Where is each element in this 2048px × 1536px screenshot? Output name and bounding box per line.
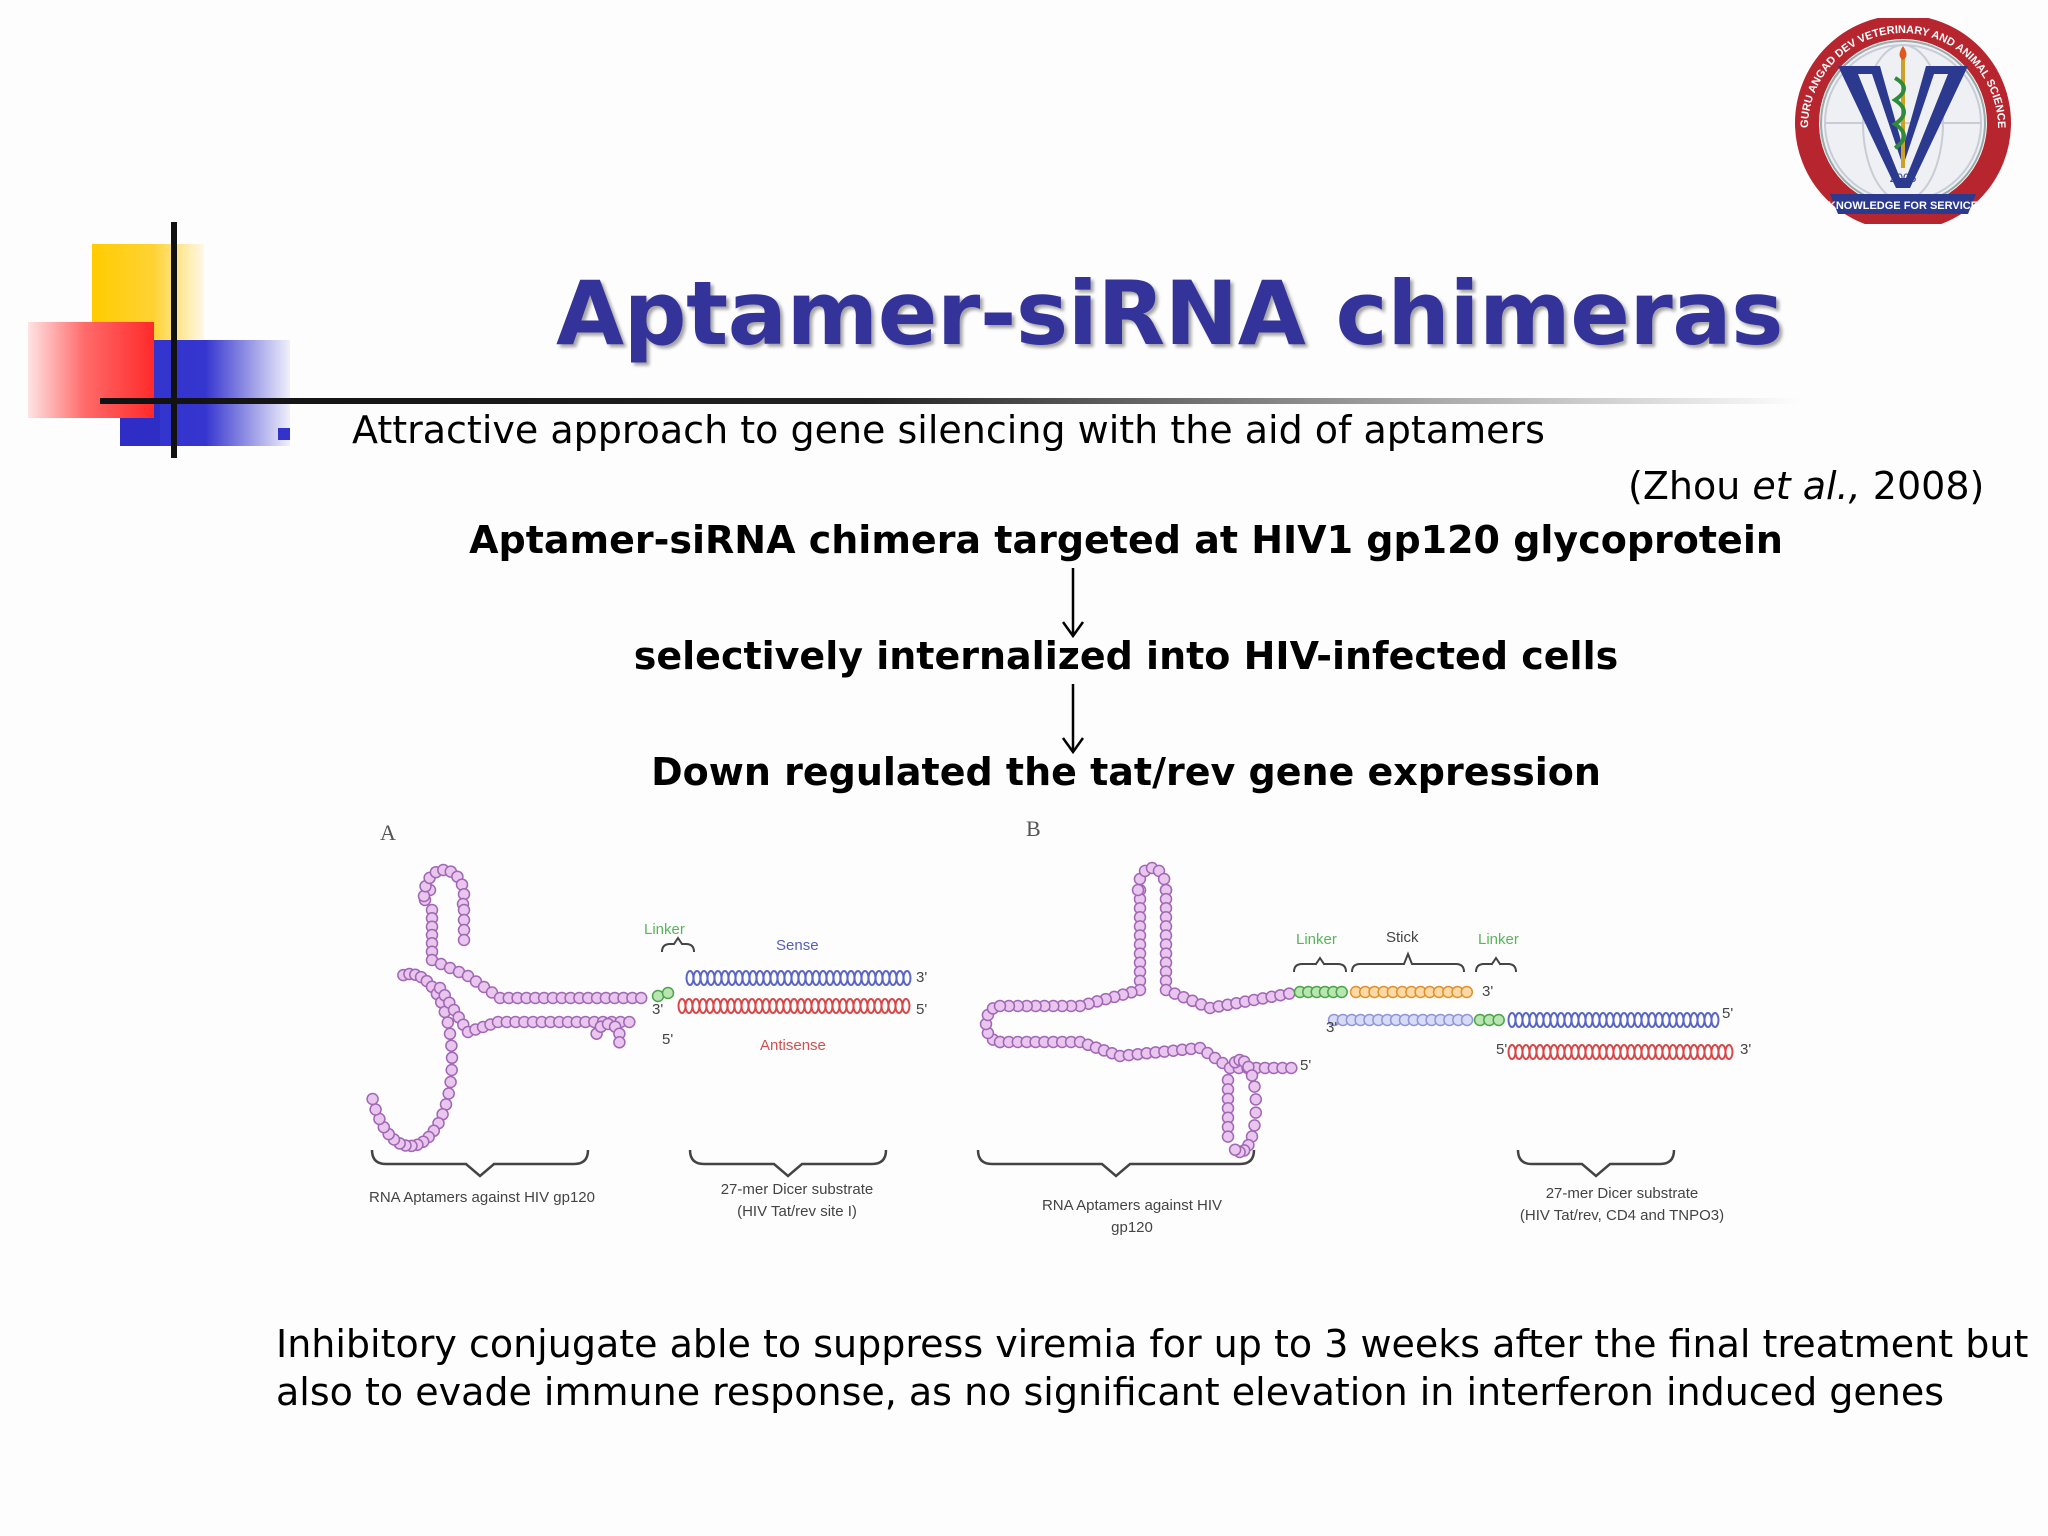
logo-year: 2005 bbox=[1890, 171, 1917, 185]
citation-year: 2008) bbox=[1860, 464, 1985, 508]
panel-b-end-3a: 3' bbox=[1482, 983, 1493, 1000]
panel-a-caption-left: RNA Aptamers against HIV gp120 bbox=[369, 1189, 595, 1206]
title-underline bbox=[100, 398, 1800, 404]
panel-b-end-3c: 3' bbox=[1740, 1041, 1751, 1058]
flow-step-3: Down regulated the tat/rev gene expressi… bbox=[651, 750, 1601, 794]
flow-step-1: Aptamer-siRNA chimera targeted at HIV1 g… bbox=[469, 518, 1783, 562]
university-logo: GURU ANGAD DEV VETERINARY AND ANIMAL SCI… bbox=[1768, 18, 2011, 224]
panel-a-letter: A bbox=[380, 820, 396, 845]
panel-a-caption-right-1: 27-mer Dicer substrate bbox=[721, 1181, 874, 1198]
panel-b-linker1-label: Linker bbox=[1296, 931, 1337, 948]
down-arrow-icon bbox=[1061, 684, 1085, 755]
conclusion-line-2: also to evade immune response, as no sig… bbox=[276, 1370, 1945, 1414]
panel-a-end-5b: 5' bbox=[662, 1031, 673, 1048]
panel-a-end-3a: 3' bbox=[916, 969, 927, 986]
panel-b-end-5c: 5' bbox=[1496, 1041, 1507, 1058]
panel-b-caption-right-2: (HIV Tat/rev, CD4 and TNPO3) bbox=[1520, 1207, 1724, 1224]
down-arrow-icon bbox=[1061, 568, 1085, 639]
panel-a-end-3b: 3' bbox=[652, 1001, 663, 1018]
bullet-text: Attractive approach to gene silencing wi… bbox=[352, 408, 1545, 452]
slide-title: Aptamer-siRNA chimeras bbox=[556, 262, 1784, 365]
decor-vertical-line bbox=[171, 222, 177, 458]
conclusion-line-1: Inhibitory conjugate able to suppress vi… bbox=[276, 1322, 2029, 1366]
panel-b-end-5a: 5' bbox=[1300, 1057, 1311, 1074]
citation-etal: et al., bbox=[1752, 464, 1861, 508]
panel-b-stick-label: Stick bbox=[1386, 929, 1419, 946]
panel-a-caption-right-2: (HIV Tat/rev site I) bbox=[737, 1203, 857, 1220]
panel-a-antisense-label: Antisense bbox=[760, 1037, 826, 1054]
logo-motto: KNOWLEDGE FOR SERVICE bbox=[1828, 200, 1978, 212]
panel-a-sense-label: Sense bbox=[776, 937, 819, 954]
bullet-square-icon bbox=[278, 428, 290, 440]
citation-author: (Zhou bbox=[1628, 464, 1753, 508]
panel-a-end-5a: 5' bbox=[916, 1001, 927, 1018]
panel-b-end-3b: 3' bbox=[1326, 1019, 1337, 1036]
flow-step-2: selectively internalized into HIV-infect… bbox=[633, 634, 1619, 678]
panel-b-end-5b: 5' bbox=[1722, 1005, 1733, 1022]
citation: (Zhou et al., 2008) bbox=[1628, 464, 1984, 508]
panel-b-letter: B bbox=[1026, 816, 1041, 841]
aptamer-sirna-figure: A Linker Sense Antisense 3' 5' 3' 5' RNA… bbox=[366, 816, 1751, 1236]
panel-b-caption-left-2: gp120 bbox=[1111, 1219, 1153, 1236]
panel-b-linker2-label: Linker bbox=[1478, 931, 1519, 948]
panel-b-caption-right-1: 27-mer Dicer substrate bbox=[1546, 1185, 1699, 1202]
panel-b-caption-left-1: RNA Aptamers against HIV bbox=[1042, 1197, 1222, 1214]
conclusion-text: Inhibitory conjugate able to suppress vi… bbox=[276, 1320, 2028, 1416]
panel-a-linker-label: Linker bbox=[644, 921, 685, 938]
